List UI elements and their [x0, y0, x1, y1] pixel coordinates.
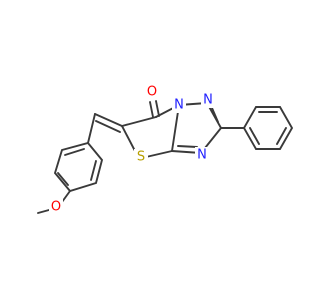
bond-c6-o-double-a	[149, 101, 154, 118]
aryl-double-3	[64, 148, 85, 156]
bond-s-c7a	[145, 150, 173, 158]
bond-exo-double-b	[95, 120, 121, 133]
atom-o-carbonyl: O	[147, 85, 157, 100]
atom-n-bottom: N	[197, 148, 207, 163]
phenyl-ring	[242, 106, 294, 150]
bond-c6-o-double-b	[155, 100, 160, 117]
bond-o-methyl	[37, 209, 50, 214]
atom-n-top: N	[203, 93, 213, 108]
structure-diagram: O N N N S O	[37, 84, 294, 215]
bond-n1-c7a-b	[177, 145, 198, 148]
molecule-canvas: O N N N S O	[37, 84, 294, 215]
bond-aryl-o	[61, 190, 71, 203]
atom-n-bridge: N	[174, 98, 184, 113]
bond-n3-c2-b	[211, 107, 219, 123]
aryl-double-2	[57, 172, 69, 186]
bond-c6-c5	[121, 116, 157, 127]
phenyl-double-2	[276, 127, 287, 145]
aryl-double-1	[90, 160, 97, 181]
phenyl-double-3	[249, 127, 260, 145]
atom-s-ring: S	[137, 150, 145, 165]
bond-c5-s	[121, 125, 136, 152]
bonds	[37, 100, 294, 214]
bond-ch-aryl	[87, 113, 96, 144]
atom-o-methoxy: O	[51, 200, 61, 215]
atom-labels: O N N N S O	[49, 84, 215, 215]
bond-exo-double-a	[94, 113, 123, 127]
